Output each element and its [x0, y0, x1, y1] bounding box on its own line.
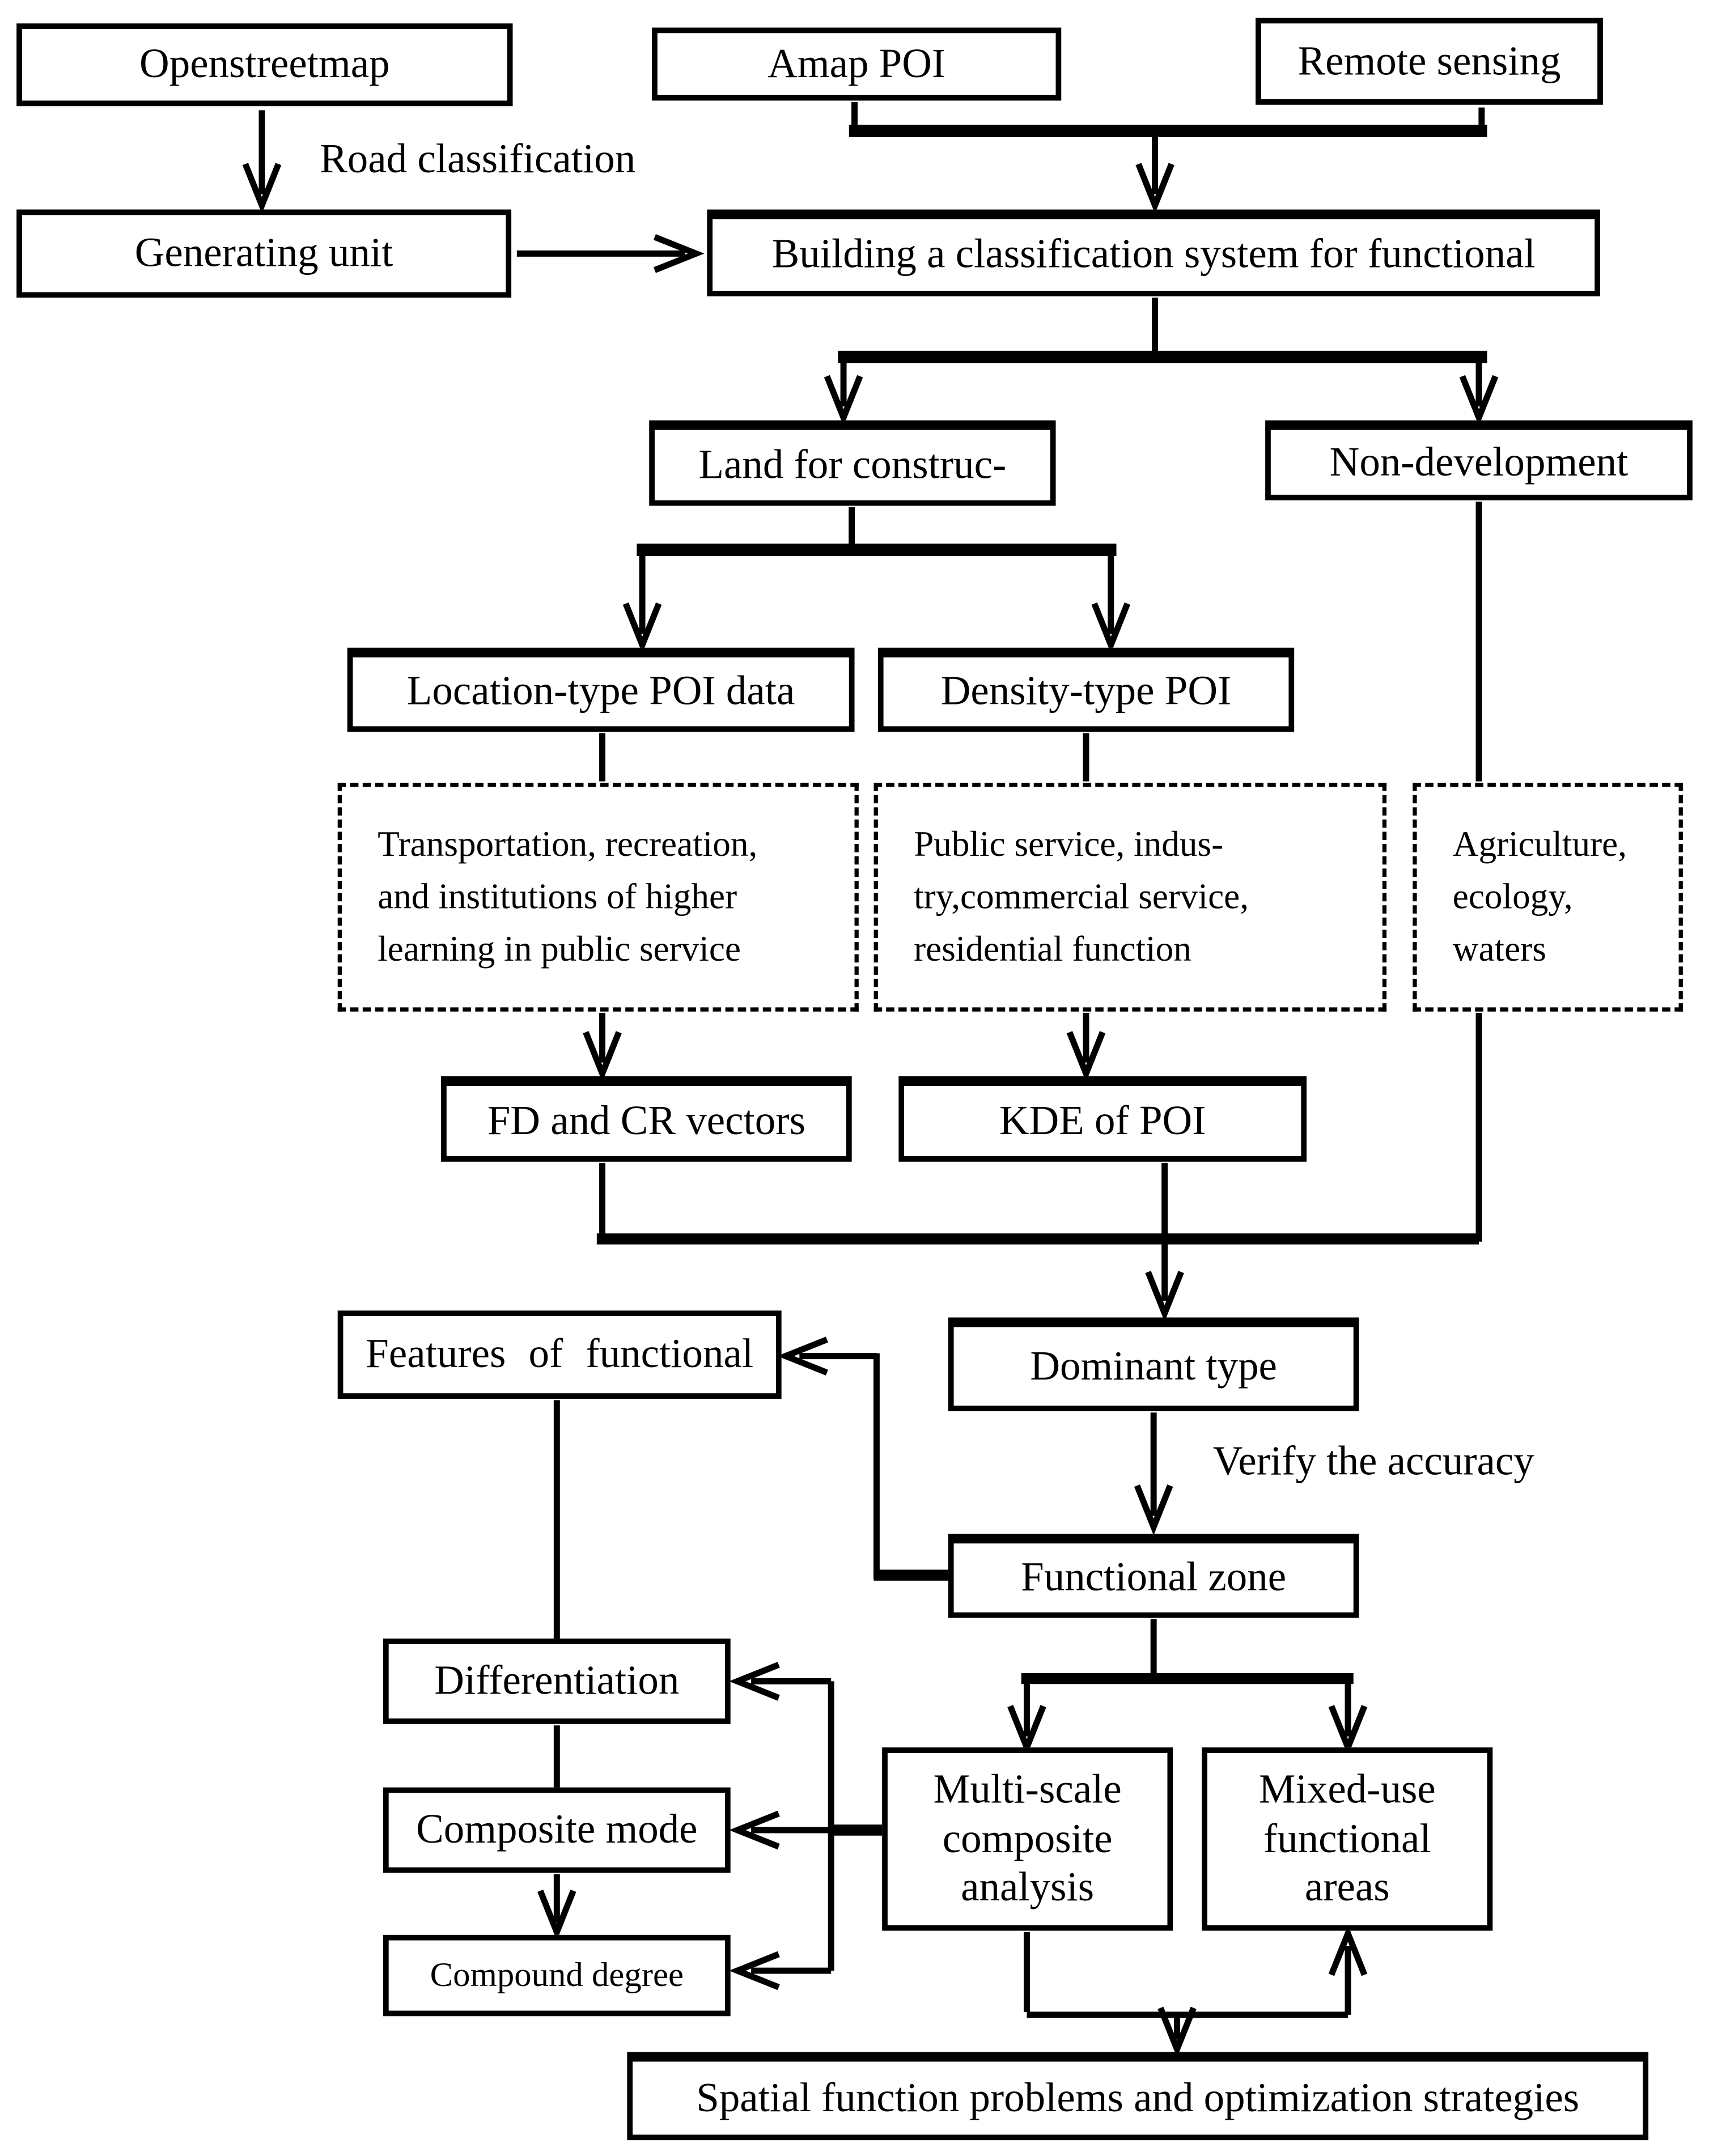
node-land-for-construction: Land for construc-: [649, 420, 1056, 506]
edge-composite-to-compound: [537, 1874, 576, 1941]
note-agriculture-ecology-waters: Agriculture, ecology, waters: [1413, 783, 1683, 1012]
note-public-service: Public service, indus- try,commercial se…: [873, 783, 1387, 1012]
node-mixed-use-functional-areas: Mixed-use functional areas: [1202, 1747, 1493, 1931]
edge-publicservice-to-kde: [1066, 1013, 1106, 1082]
node-features-of-functional: Features of functional: [337, 1310, 782, 1399]
node-remote-sensing: Remote sensing: [1256, 18, 1603, 105]
edge-multiscale-feedback: [729, 1662, 888, 1991]
edge-functional-to-features: [777, 1336, 948, 1581]
edge-land-split: [622, 507, 1131, 653]
node-dominant-type: Dominant type: [948, 1317, 1359, 1411]
edge-label-road-classification: Road classification: [320, 136, 636, 182]
node-kde-of-poi: KDE of POI: [898, 1076, 1307, 1162]
node-non-development: Non-development: [1265, 420, 1693, 500]
node-differentiation: Differentiation: [383, 1639, 731, 1724]
edge-label-verify-accuracy: Verify the accuracy: [1212, 1438, 1534, 1484]
node-composite-mode: Composite mode: [383, 1787, 731, 1873]
edge-osm-to-generating: [242, 110, 282, 214]
edge-dominant-to-functional: [1134, 1412, 1173, 1535]
node-openstreetmap: Openstreetmap: [16, 23, 513, 107]
node-location-type-poi: Location-type POI data: [347, 647, 855, 732]
edge-merge-to-dominant: [596, 1163, 1479, 1322]
edge-generating-to-building: [516, 234, 705, 273]
edge-building-split: [824, 298, 1499, 426]
node-generating-unit: Generating unit: [16, 209, 512, 298]
node-building-classification: Building a classification system for fun…: [707, 209, 1600, 296]
node-fd-cr-vectors: FD and CR vectors: [441, 1076, 852, 1162]
node-compound-degree: Compound degree: [383, 1934, 731, 2017]
edge-amap-remote-merge: [849, 101, 1487, 214]
edge-functional-split: [1007, 1619, 1368, 1756]
node-spatial-function-problems: Spatial function problems and optimizati…: [627, 2052, 1649, 2141]
node-density-type-poi: Density-type POI: [877, 647, 1295, 732]
node-functional-zone: Functional zone: [948, 1534, 1359, 1618]
edge-transportation-to-fd: [583, 1013, 622, 1082]
edge-bottom-merge: [1023, 1925, 1368, 2058]
node-amap-poi: Amap POI: [652, 27, 1062, 101]
note-transportation-recreation: Transportation, recreation, and institut…: [337, 783, 859, 1012]
node-multi-scale-composite-analysis: Multi-scale composite analysis: [882, 1747, 1173, 1931]
